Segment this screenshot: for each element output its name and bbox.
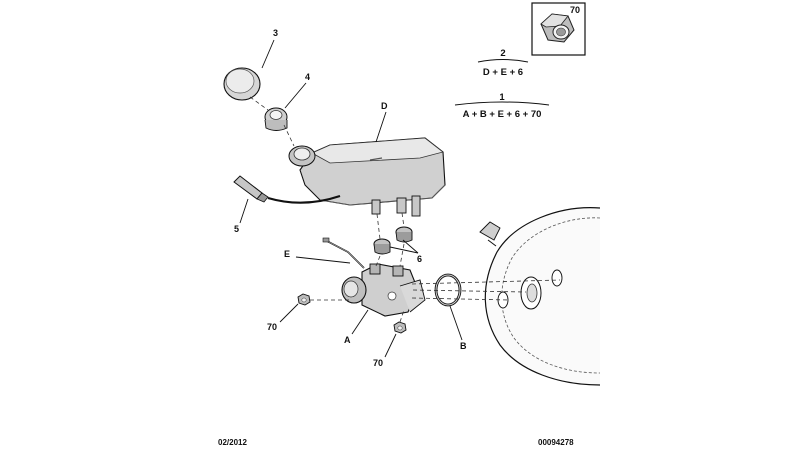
label-part-4: 4 xyxy=(305,72,310,82)
label-part-3: 3 xyxy=(273,28,278,38)
grommets-6 xyxy=(373,226,413,255)
kit-1-contents: A + B + E + 6 + 70 xyxy=(463,109,542,120)
label-part-D: D xyxy=(381,101,388,111)
label-part-5: 5 xyxy=(234,224,239,234)
kit-2-contents: D + E + 6 xyxy=(483,67,523,78)
leader-lines xyxy=(239,39,463,358)
footer-date: 02/2012 xyxy=(218,438,247,447)
label-part-E: E xyxy=(284,249,290,259)
o-ring-B xyxy=(434,273,462,307)
label-part-6: 6 xyxy=(417,254,422,264)
nut-70-left xyxy=(297,293,311,306)
hose-E xyxy=(322,237,365,269)
label-part-70-bottom: 70 xyxy=(373,358,383,368)
kit-1-number: 1 xyxy=(499,92,505,103)
kit-formula-1: 1 A + B + E + 6 + 70 xyxy=(454,92,550,120)
nut-70-bottom xyxy=(393,321,407,334)
kit-formula-2: 2 D + E + 6 xyxy=(477,48,529,78)
kit-2-number: 2 xyxy=(500,48,505,59)
brake-booster xyxy=(479,207,601,386)
inset-label-70: 70 xyxy=(570,5,580,15)
master-cylinder-A xyxy=(341,263,426,317)
label-part-70-left: 70 xyxy=(267,322,277,332)
label-part-A: A xyxy=(344,335,351,345)
label-part-B: B xyxy=(460,341,467,351)
footer-reference: 00094278 xyxy=(538,438,574,447)
inset-nut-70: 70 xyxy=(531,2,586,56)
assembly-guide-lines xyxy=(249,96,561,323)
level-sensor-5 xyxy=(233,175,341,204)
filter-seal-4 xyxy=(264,107,288,131)
fluid-reservoir-D xyxy=(288,137,446,217)
reservoir-cap-3 xyxy=(223,67,261,101)
